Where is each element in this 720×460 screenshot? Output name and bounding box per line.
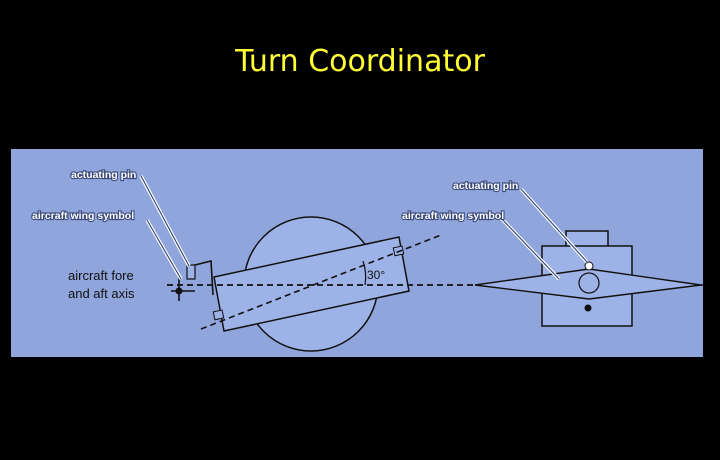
label-actuating-pin-right: actuating pin xyxy=(453,180,518,192)
wing-symbol-front xyxy=(474,268,702,300)
label-wing-symbol-left: aircraft wing symbol xyxy=(32,210,134,222)
label-actuating-pin-left: actuating pin xyxy=(71,169,136,181)
label-wing-symbol-right: aircraft wing symbol xyxy=(402,210,504,222)
label-axis-line2: and aft axis xyxy=(68,286,135,301)
wing-symbol-hub xyxy=(175,287,183,295)
left-diagram: 30° actuating pin aircraft wing symbol a… xyxy=(31,168,477,352)
leader-line xyxy=(140,175,190,267)
wing-pivot-circle xyxy=(578,272,600,294)
diagram-panel: 30° actuating pin aircraft wing symbol a… xyxy=(11,149,703,357)
label-axis-line1: aircraft fore xyxy=(68,268,134,283)
turn-coordinator-diagram: 30° actuating pin aircraft wing symbol a… xyxy=(31,168,703,352)
leader-line xyxy=(520,188,588,263)
right-diagram: actuating pin aircraft wing symbol xyxy=(401,179,703,327)
leader-line xyxy=(500,217,560,280)
angle-arc xyxy=(362,260,367,286)
leader-line xyxy=(146,219,182,280)
frame-end-cap xyxy=(212,309,225,321)
gyro-spin-axis-line xyxy=(200,234,442,330)
actuating-pin-right xyxy=(584,261,594,271)
actuating-pin xyxy=(186,264,196,280)
angle-label: 30° xyxy=(367,268,385,282)
housing-center-bolt xyxy=(584,304,592,312)
slide-title: Turn Coordinator xyxy=(235,44,485,79)
